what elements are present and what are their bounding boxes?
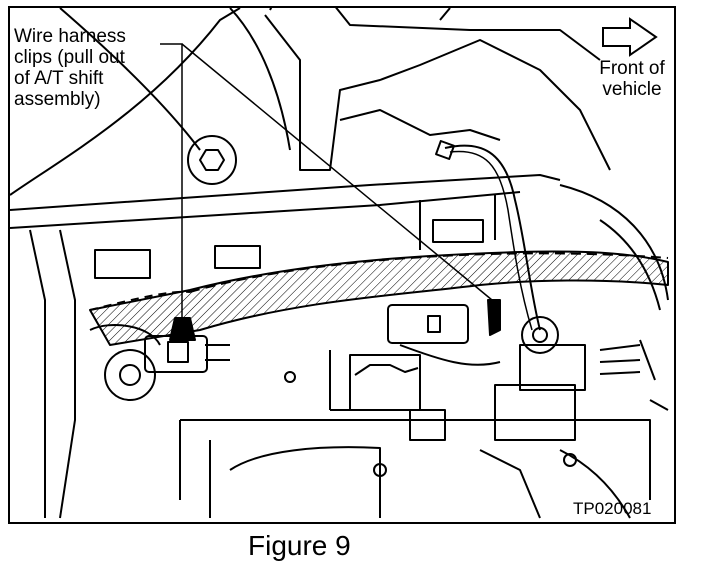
front-arrow-icon: [602, 17, 658, 57]
bolt-icon: [187, 135, 237, 185]
wire-harness: [444, 144, 541, 331]
shift-bracket: [264, 14, 611, 171]
right-clip: [387, 299, 501, 344]
front-of-vehicle-label: Front of vehicle: [599, 58, 665, 100]
figure-code: TP020081: [573, 499, 652, 518]
dash-curve: [10, 8, 241, 196]
left-clip: [144, 317, 230, 373]
console-body: [179, 419, 651, 518]
leader-lines: [160, 43, 493, 322]
connector-block: [349, 344, 586, 441]
console-top-edge: [10, 174, 561, 211]
callout-label: Wire harness clips (pull out of A/T shif…: [14, 26, 126, 110]
hatched-trim: [89, 250, 669, 346]
figure-caption: Figure 9: [248, 530, 351, 561]
